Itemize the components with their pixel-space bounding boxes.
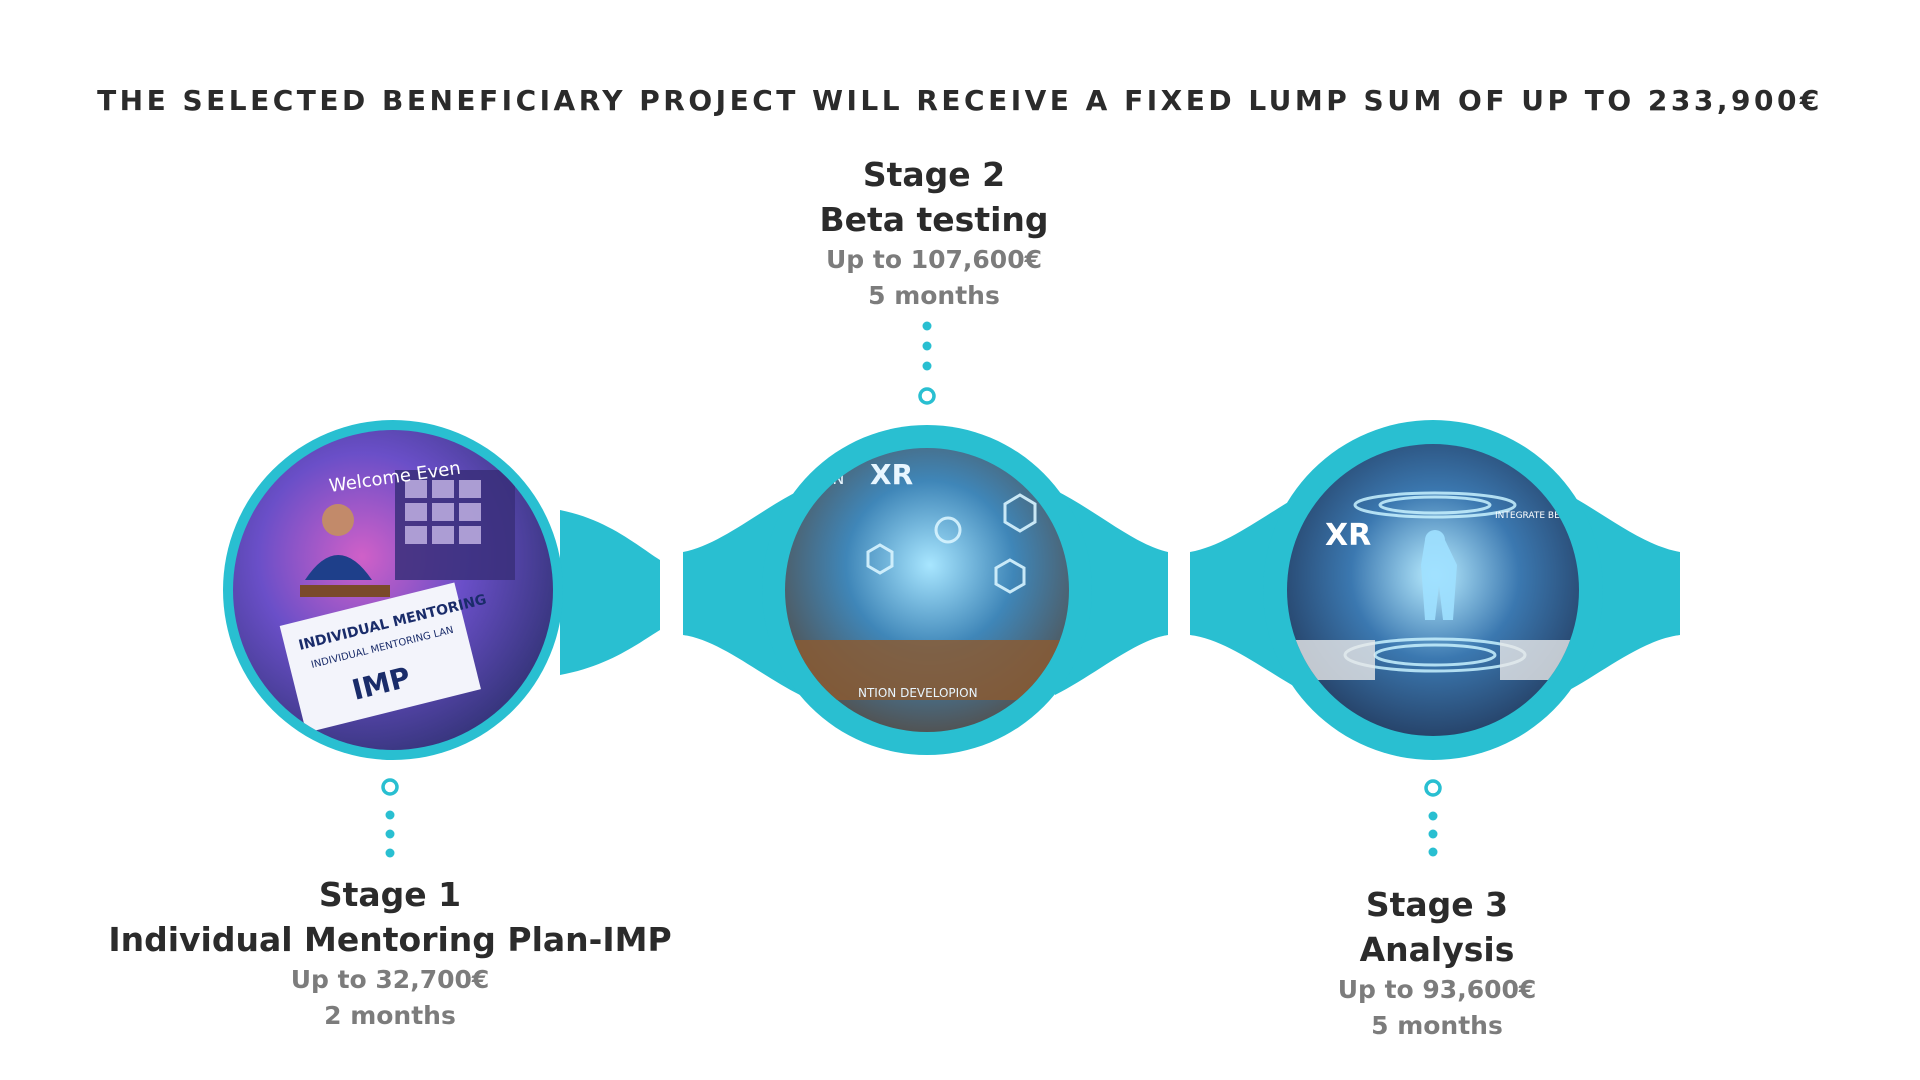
stage-3-title: Stage 3 [1365, 885, 1509, 924]
stage-1-duration: 2 months [324, 1001, 456, 1030]
stage-2-title: Stage 2 [862, 155, 1006, 194]
stage-2-name: Beta testing [819, 200, 1049, 239]
stage-2-image-text-3: NTION DEVELOPION [858, 686, 978, 700]
stage-1-connector [381, 778, 399, 858]
stage-3-image-text-1: XR [1325, 518, 1371, 553]
stage-2-image-text-1: XR [870, 458, 913, 491]
stage-1-amount: Up to 32,700€ [290, 965, 490, 994]
stage-1-text: Stage 1 Individual Mentoring Plan-IMP Up… [40, 872, 740, 1034]
stage-1-name: Individual Mentoring Plan-IMP [108, 920, 672, 959]
stage-2-image: XR ION NTION DEVELOPION [785, 448, 1069, 732]
headline: THE SELECTED BENEFICIARY PROJECT WILL RE… [97, 84, 1823, 117]
stage-3-amount: Up to 93,600€ [1337, 975, 1537, 1004]
stage-3-connector [1424, 779, 1442, 857]
stage-3-image: XR INTEGRATE BENEFFIES [1287, 444, 1597, 736]
stage-2-duration: 5 months [868, 281, 1000, 310]
stage-2-amount: Up to 107,600€ [826, 245, 1042, 274]
stage-3-duration: 5 months [1371, 1011, 1503, 1040]
stage-1-title: Stage 1 [318, 875, 462, 914]
stage-3-name: Analysis [1359, 930, 1515, 969]
stage-3-text: Stage 3 Analysis Up to 93,600€ 5 months [1087, 882, 1787, 1044]
stage-2-connector [918, 321, 936, 405]
stage-1-image: Welcome Even INDIVIDUAL MENTORING INDIVI… [233, 430, 553, 750]
stage-3-image-text-2: INTEGRATE BENEFFIES [1495, 511, 1597, 521]
stage-2-text: Stage 2 Beta testing Up to 107,600€ 5 mo… [584, 152, 1284, 314]
